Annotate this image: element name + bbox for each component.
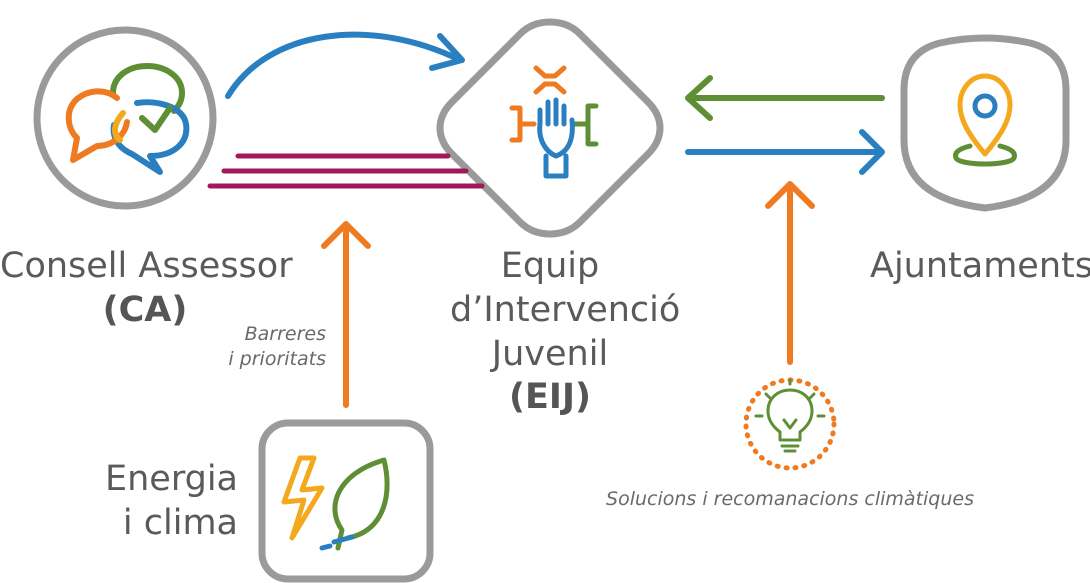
eij-abbr: (EIJ) <box>509 377 591 418</box>
barrier-lines <box>207 153 485 189</box>
energia-up-arrow <box>321 221 371 408</box>
eij-line2: d’Intervenció <box>450 289 681 330</box>
eij-node <box>436 18 664 238</box>
eij-label: Equip d’Intervenció Juvenil (EIJ) <box>450 245 681 420</box>
eij-diamond <box>436 18 664 238</box>
energia-node <box>258 419 434 583</box>
teamwork-hands-icon <box>509 65 599 179</box>
energia-square <box>258 419 434 583</box>
solucions-label: Solucions i recomanacions climàtiques <box>580 487 1000 512</box>
barreres-line2: i prioritats <box>228 347 326 370</box>
location-pin-icon <box>953 73 1017 167</box>
ca-name: Consell Assessor <box>0 246 293 286</box>
energia-label: Energia i clima <box>60 458 238 546</box>
solucions-node <box>743 377 837 471</box>
eij-line3: Juvenil <box>491 333 609 374</box>
ca-abbr: (CA) <box>102 289 188 330</box>
ajuntaments-label: Ajuntaments <box>870 245 1090 289</box>
lightning-leaf-icon <box>281 455 390 551</box>
eij-line1: Equip <box>500 246 600 286</box>
solucions-up-arrow <box>765 181 815 365</box>
ca-label: Consell Assessor (CA) <box>0 245 293 333</box>
chat-bubbles-icon <box>65 63 190 175</box>
energia-line2: i clima <box>122 502 238 543</box>
lightbulb-dotted-circle <box>743 377 837 471</box>
ajuntaments-name: Ajuntaments <box>870 246 1090 286</box>
barreres-label: Barreres i prioritats <box>160 322 326 371</box>
eij-to-ajuntaments-arrow <box>685 129 885 175</box>
solucions-text: Solucions i recomanacions climàtiques <box>606 488 974 510</box>
ajuntaments-node <box>900 34 1070 212</box>
ca-node <box>33 26 217 210</box>
ajuntaments-shield <box>900 34 1070 212</box>
ajuntaments-to-eij-arrow <box>685 75 885 121</box>
barreres-line1: Barreres <box>244 323 326 345</box>
energia-line1: Energia <box>105 459 238 499</box>
lightbulb-icon <box>754 378 826 453</box>
ca-to-eij-arrow <box>225 31 465 99</box>
